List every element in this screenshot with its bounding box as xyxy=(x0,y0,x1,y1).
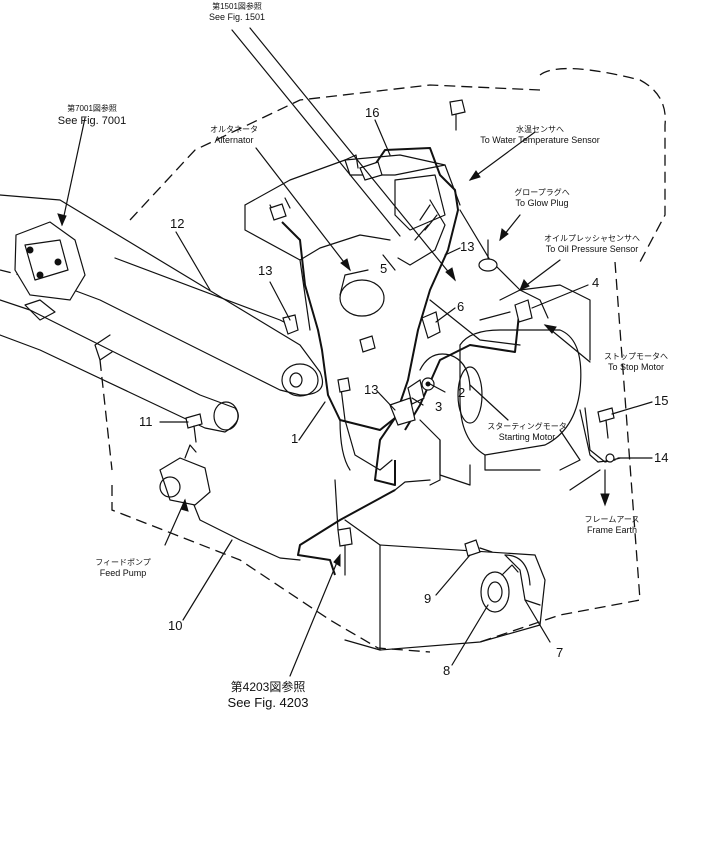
label-starting-motor-en: Starting Motor xyxy=(498,432,556,442)
callout-16: 16 xyxy=(365,105,380,120)
label-water-temp-sensor-en: To Water Temperature Sensor xyxy=(480,135,600,145)
callout-11: 11 xyxy=(139,414,153,429)
ref-fig-1501-jp: 第1501図参照 xyxy=(212,2,262,11)
leader-lines xyxy=(61,27,653,677)
label-frame-earth-jp: フレームアース xyxy=(584,515,640,524)
label-glow-plug: グロープラグへ To Glow Plug xyxy=(514,188,570,208)
ref-fig-7001-jp: 第7001図参照 xyxy=(67,104,117,113)
callout-13-right: 13 xyxy=(460,239,475,254)
callout-12: 12 xyxy=(170,216,185,231)
label-feed-pump: フィードポンプ Feed Pump xyxy=(95,558,151,578)
label-feed-pump-en: Feed Pump xyxy=(99,568,147,578)
label-alternator-jp: オルタネータ xyxy=(210,125,258,134)
label-oil-pressure-sensor-en: To Oil Pressure Sensor xyxy=(545,244,639,254)
label-starting-motor: スターティングモータ Starting Motor xyxy=(487,422,567,442)
ref-fig-1501: 第1501図参照 See Fig. 1501 xyxy=(209,2,265,22)
callout-7: 7 xyxy=(556,645,564,660)
label-stop-motor-jp: ストップモータへ xyxy=(604,352,668,361)
ref-fig-7001-en: See Fig. 7001 xyxy=(57,115,127,127)
label-oil-pressure-sensor: オイルプレッシャセンサへ To Oil Pressure Sensor xyxy=(544,234,640,254)
label-glow-plug-en: To Glow Plug xyxy=(515,198,569,208)
callout-10: 10 xyxy=(168,618,183,633)
label-stop-motor: ストップモータへ To Stop Motor xyxy=(604,352,668,372)
label-feed-pump-jp: フィードポンプ xyxy=(95,558,151,567)
ref-fig-4203-en: See Fig. 4203 xyxy=(227,695,309,710)
ref-fig-4203-jp: 第4203図参照 xyxy=(230,680,306,694)
label-alternator-en: Alternator xyxy=(214,135,254,145)
ref-fig-1501-en: See Fig. 1501 xyxy=(208,12,266,22)
arrowheads xyxy=(57,170,610,567)
label-oil-pressure-sensor-jp: オイルプレッシャセンサへ xyxy=(544,234,640,243)
callout-6: 6 xyxy=(457,299,465,314)
callout-9: 9 xyxy=(424,591,432,606)
label-glow-plug-jp: グロープラグへ xyxy=(514,188,570,197)
callout-13-left: 13 xyxy=(258,263,273,278)
wiring-harness xyxy=(114,147,616,606)
label-water-temp-sensor-jp: 水温センサへ xyxy=(516,125,564,134)
ref-fig-4203: 第4203図参照 See Fig. 4203 xyxy=(228,680,309,710)
callout-14: 14 xyxy=(654,450,669,465)
callout-8: 8 xyxy=(443,663,451,678)
phantom-outlines xyxy=(0,67,666,653)
engine-block xyxy=(244,154,591,651)
callout-15: 15 xyxy=(654,393,669,408)
label-stop-motor-en: To Stop Motor xyxy=(607,362,665,372)
label-alternator: オルタネータ Alternator xyxy=(210,125,258,145)
callout-1: 1 xyxy=(291,431,299,446)
ref-fig-7001: 第7001図参照 See Fig. 7001 xyxy=(58,103,127,127)
label-frame-earth-en: Frame Earth xyxy=(586,525,638,535)
callout-3: 3 xyxy=(435,399,443,414)
label-frame-earth: フレームアース Frame Earth xyxy=(585,515,640,535)
components xyxy=(159,99,621,613)
callout-2: 2 xyxy=(458,385,466,400)
callout-4: 4 xyxy=(592,275,600,290)
label-starting-motor-jp: スターティングモータ xyxy=(487,422,567,431)
callout-5: 5 xyxy=(380,261,388,276)
label-water-temp-sensor: 水温センサへ To Water Temperature Sensor xyxy=(480,125,600,145)
callout-13-center: 13 xyxy=(364,382,379,397)
left-tube-assembly xyxy=(0,194,324,433)
